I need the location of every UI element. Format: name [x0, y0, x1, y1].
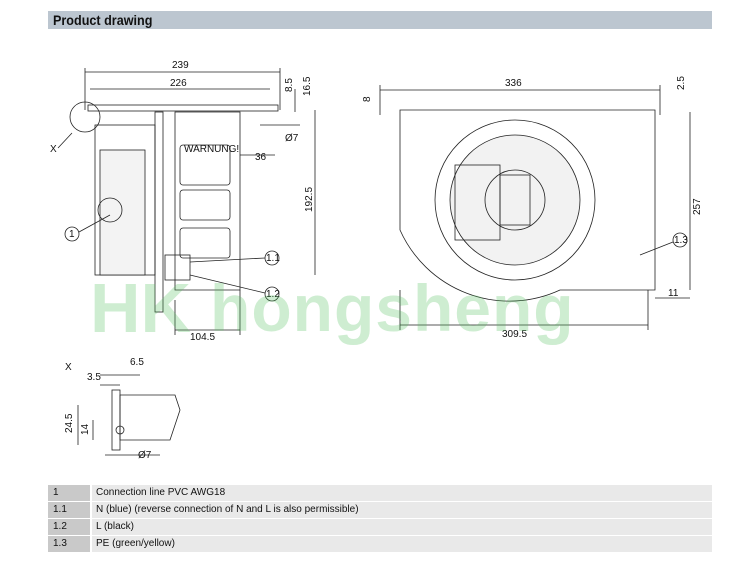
section-title: Product drawing	[53, 12, 153, 28]
dim-24-5: 24.5	[64, 413, 75, 433]
dim-239: 239	[172, 60, 189, 71]
dim-11: 11	[668, 288, 679, 299]
dim-8: 8	[362, 96, 373, 102]
dim-16-5: 16.5	[302, 76, 313, 96]
dim-2-5: 2.5	[676, 76, 687, 90]
dim-226: 226	[170, 78, 187, 89]
watermark: hongsheng	[210, 271, 575, 345]
callout-1-2: 1.2	[266, 289, 280, 300]
callout-1-1: 1.1	[266, 253, 280, 264]
dim-257: 257	[692, 198, 703, 215]
dim-336: 336	[505, 78, 522, 89]
dim-6-5: 6.5	[130, 357, 144, 368]
dim-104-5: 104.5	[190, 332, 215, 343]
detail-x-view	[77, 374, 181, 456]
side-view	[57, 68, 316, 335]
dim-8-5: 8.5	[284, 78, 295, 92]
dim-36: 36	[255, 152, 267, 163]
callout-1: 1	[69, 229, 75, 240]
dim-diameter-7-detail: Ø7	[138, 450, 152, 461]
section-header: Product drawing	[48, 11, 712, 29]
detail-x-label: X	[65, 362, 72, 373]
dim-diameter-7: Ø7	[285, 133, 299, 144]
warning-label: WARNUNG!	[184, 144, 239, 155]
product-drawing: 239 226 8.5 16.5 Ø7 36 192.5 104.5 X 1 1…	[50, 60, 703, 461]
watermark-logo: HK	[90, 269, 192, 347]
front-view	[379, 85, 691, 330]
dim-3-5: 3.5	[87, 372, 101, 383]
dim-309-5: 309.5	[502, 329, 527, 340]
callout-1-3: 1.3	[674, 235, 688, 246]
dim-14: 14	[80, 423, 91, 435]
dim-192-5: 192.5	[304, 187, 315, 212]
callout-x: X	[50, 144, 57, 155]
